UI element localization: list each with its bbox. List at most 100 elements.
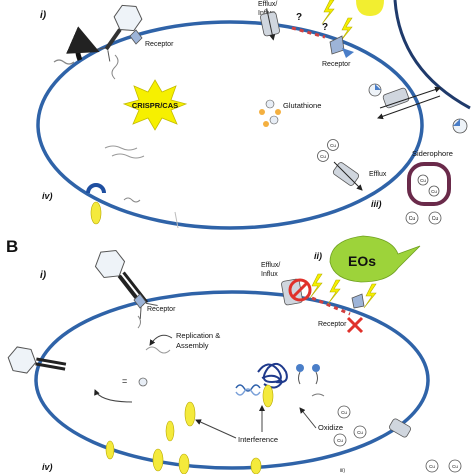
cu-ion: Cu <box>448 459 462 473</box>
receptor-icon <box>133 293 147 309</box>
oxidize-label: Oxidize <box>318 423 343 432</box>
transporter-icon <box>260 8 280 41</box>
svg-text:Cu: Cu <box>432 216 439 222</box>
damaged-membrane-a <box>291 26 326 39</box>
question-mark-2: ? <box>322 22 328 33</box>
phage-b-left <box>7 346 67 374</box>
cell-membrane-a <box>36 20 424 230</box>
cu-ion: Cu <box>428 211 442 225</box>
siderophore-receptor-icon <box>452 118 468 134</box>
yellow-particle <box>90 201 102 225</box>
dna-fragment-a <box>53 59 75 65</box>
svg-text:Cu: Cu <box>420 178 426 183</box>
lightning-icon <box>309 273 323 299</box>
rna-fragment-a <box>111 153 145 159</box>
roman-label-iv-b: iv) <box>42 462 53 472</box>
capsid-assembling <box>138 377 148 387</box>
cu-ion: Cu <box>417 174 429 186</box>
replication-arrow <box>149 334 173 346</box>
dna-strand-marks: = <box>122 376 127 386</box>
cu-ion: Cu <box>428 185 440 197</box>
transporter-icon <box>389 418 411 438</box>
inhibition-icon <box>291 281 309 299</box>
roman-label-i: i) <box>40 10 47 21</box>
svg-text:Cu: Cu <box>337 438 343 443</box>
cu-ion: Cu <box>405 211 419 225</box>
receptor-icon <box>351 293 365 309</box>
oxidize-arrow <box>299 407 317 429</box>
lightning-icon <box>363 283 377 309</box>
panel-b: B i) Receptor Replication & Assembly = <box>6 235 462 474</box>
svg-text:Cu: Cu <box>429 464 435 469</box>
yellow-particle <box>165 420 175 442</box>
cu-ion: Cu <box>333 433 347 447</box>
efflux-arrow <box>333 161 363 191</box>
replication-label-line2: Assembly <box>176 341 209 350</box>
svg-text:Cu: Cu <box>409 216 416 222</box>
efflux-label-a: Efflux <box>369 171 387 178</box>
receptor-icon <box>368 83 382 97</box>
lightning-icon <box>321 0 335 25</box>
roman-label-i-b: i) <box>40 270 47 281</box>
dna-helix <box>235 384 261 392</box>
yellow-particle <box>152 448 164 472</box>
dna-helix <box>235 388 261 396</box>
phage-dna-b <box>137 315 141 329</box>
cu-ion: Cu <box>337 405 351 419</box>
dna-fragment-b <box>145 346 171 354</box>
transporter-icon <box>382 87 410 109</box>
efflux-influx-label-a-line1: Efflux/ <box>258 1 277 8</box>
eos-drop <box>329 235 421 283</box>
efflux-influx-label-b-line1: Efflux/ <box>261 262 280 269</box>
inhibition-icon <box>288 278 312 302</box>
yellow-particle <box>184 401 196 427</box>
dna-fragment-a <box>123 197 141 203</box>
curved-arrow-icon <box>66 26 100 61</box>
svg-text:Cu: Cu <box>330 143 336 148</box>
receptor-label-b-left: Receptor <box>147 306 176 313</box>
receptor-icon <box>129 29 143 45</box>
receptor-label-a-right: Receptor <box>322 61 351 68</box>
svg-text:Cu: Cu <box>452 464 458 469</box>
svg-text:Cu: Cu <box>320 154 326 159</box>
phage-dna-a <box>111 54 119 80</box>
roman-label-iv: iv) <box>42 191 53 201</box>
lightning-icon <box>327 279 341 305</box>
glutathione-cu-cluster <box>259 99 281 127</box>
divider-line-a <box>174 211 179 229</box>
rna-fragment-a <box>104 145 138 151</box>
lipid-molecule <box>296 364 320 385</box>
cu-ion: Cu <box>327 139 339 151</box>
glutathione-label: Glutathione <box>283 101 321 110</box>
receptor-label-b-right: Receptor <box>318 321 347 328</box>
yellow-particle <box>262 384 274 408</box>
panel-a: i) Receptor Efflux/ Influx ? ? <box>36 0 471 230</box>
svg-text:Cu: Cu <box>341 410 347 415</box>
crispr-burst <box>122 79 188 131</box>
lightning-icon <box>339 17 353 43</box>
svg-text:Cu: Cu <box>431 189 437 194</box>
crispr-label: CRISPR/CAS <box>132 101 178 110</box>
tangled-dna <box>257 362 288 389</box>
interference-arrow <box>195 419 237 439</box>
yellow-particle <box>250 457 262 474</box>
svg-text:Cu: Cu <box>357 430 363 435</box>
roman-label-ii: ii) <box>314 251 322 261</box>
transport-arrow <box>379 86 441 109</box>
interference-label: Interference <box>238 435 278 444</box>
yellow-particle <box>105 440 115 460</box>
phage-a <box>93 4 143 62</box>
siderophore-label: Siderophore <box>412 149 453 158</box>
damaged-membrane-b <box>311 296 351 316</box>
eos-drop-partial <box>356 0 384 16</box>
cell-membrane-b <box>34 290 430 470</box>
replication-label-line1: Replication & <box>176 331 220 340</box>
receptor-icon <box>329 35 354 58</box>
yellow-particle <box>178 453 190 474</box>
blocked-x-icon <box>346 316 364 334</box>
assembly-arrow <box>94 389 133 403</box>
efflux-influx-label-b-line2: Influx <box>261 271 278 278</box>
panel-letter-b: B <box>6 237 18 256</box>
question-mark-1: ? <box>296 12 302 23</box>
transport-arrow <box>377 95 441 120</box>
